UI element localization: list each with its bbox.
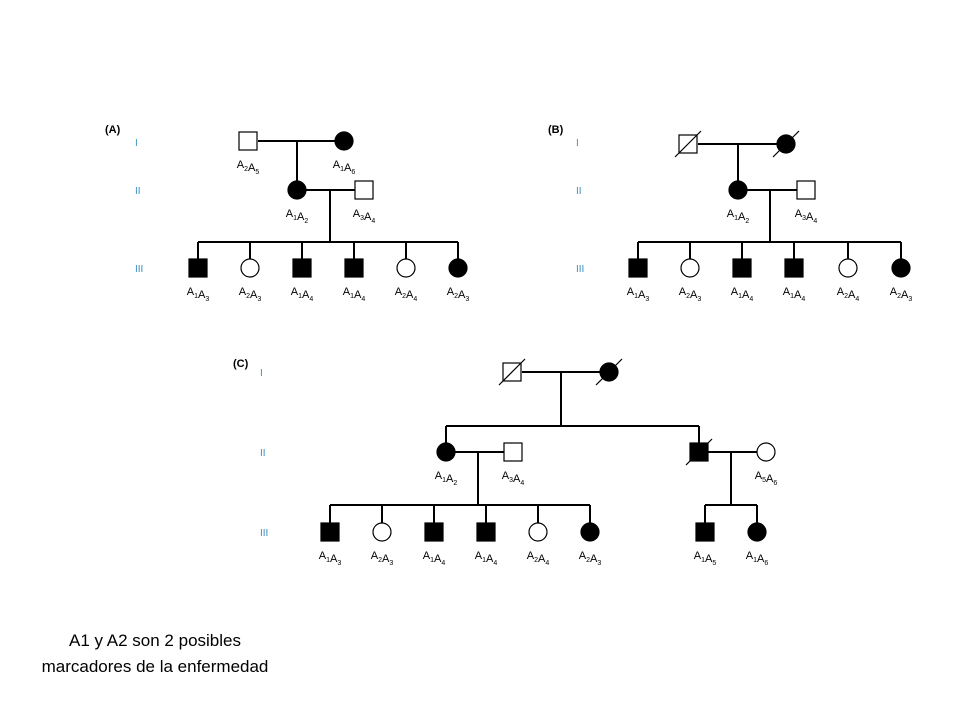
- male-symbol: [238, 131, 258, 151]
- genotype-label: A2A3: [890, 286, 913, 303]
- genotype-label: A1A4: [475, 550, 498, 567]
- panel-label: (C): [233, 358, 249, 370]
- genotype-label: A1A4: [783, 286, 806, 303]
- panel-label: (B): [548, 124, 564, 136]
- genotype-label: A2A3: [239, 286, 262, 303]
- male-symbol: [424, 522, 444, 542]
- genotype-label: A1A6: [333, 159, 356, 176]
- male-symbol: [732, 258, 752, 278]
- male-symbol: [320, 522, 340, 542]
- male-symbol: [695, 522, 715, 542]
- generation-label: II: [135, 186, 141, 197]
- female-symbol: [747, 522, 767, 542]
- generation-label: III: [576, 264, 584, 275]
- deceased-slash: [595, 358, 623, 386]
- generation-label: III: [135, 264, 143, 275]
- genotype-label: A2A5: [237, 159, 260, 176]
- genotype-label: A1A4: [343, 286, 366, 303]
- genotype-label: A2A4: [837, 286, 860, 303]
- female-symbol: [580, 522, 600, 542]
- genotype-label: A2A3: [679, 286, 702, 303]
- deceased-slash: [772, 130, 800, 158]
- genotype-label: A1A3: [627, 286, 650, 303]
- female-symbol: [528, 522, 548, 542]
- genotype-label: A1A2: [727, 208, 750, 225]
- male-symbol: [188, 258, 208, 278]
- male-symbol: [796, 180, 816, 200]
- generation-label: II: [576, 186, 582, 197]
- deceased-slash: [498, 358, 526, 386]
- male-symbol: [292, 258, 312, 278]
- male-symbol: [476, 522, 496, 542]
- pedigree-panel-b: (B)IIIIIIA1A2A3A4A1A3A2A3A1A4A1A4A2A4A2A…: [548, 124, 912, 303]
- genotype-label: A1A2: [435, 470, 458, 487]
- male-symbol: [354, 180, 374, 200]
- female-symbol: [287, 180, 307, 200]
- male-symbol: [344, 258, 364, 278]
- female-symbol: [891, 258, 911, 278]
- panel-label: (A): [105, 124, 121, 136]
- genotype-label: A1A2: [286, 208, 309, 225]
- generation-label: III: [260, 528, 268, 539]
- deceased-slash: [674, 130, 702, 158]
- male-symbol: [503, 442, 523, 462]
- genotype-label: A2A4: [527, 550, 550, 567]
- female-symbol: [396, 258, 416, 278]
- female-symbol: [334, 131, 354, 151]
- female-symbol: [436, 442, 456, 462]
- genotype-label: A1A4: [731, 286, 754, 303]
- deceased-slash: [685, 438, 713, 466]
- genotype-label: A2A3: [371, 550, 394, 567]
- female-symbol: [756, 442, 776, 462]
- female-symbol: [838, 258, 858, 278]
- genotype-label: A1A3: [319, 550, 342, 567]
- female-symbol: [372, 522, 392, 542]
- genotype-label: A1A3: [187, 286, 210, 303]
- male-symbol: [784, 258, 804, 278]
- genotype-label: A1A4: [423, 550, 446, 567]
- genotype-label: A1A4: [291, 286, 314, 303]
- female-symbol: [728, 180, 748, 200]
- male-symbol: [628, 258, 648, 278]
- generation-label: II: [260, 448, 266, 459]
- generation-label: I: [260, 368, 263, 379]
- genotype-label: A1A6: [746, 550, 769, 567]
- genotype-label: A3A4: [795, 208, 818, 225]
- female-symbol: [448, 258, 468, 278]
- generation-label: I: [576, 138, 579, 149]
- pedigree-panel-c: (C)IIIIIIA1A2A3A4A5A6A1A3A2A3A1A4A1A4A2A…: [233, 358, 777, 567]
- genotype-label: A5A6: [755, 470, 778, 487]
- genotype-label: A2A3: [447, 286, 470, 303]
- generation-label: I: [135, 138, 138, 149]
- genotype-label: A2A3: [579, 550, 602, 567]
- figure-caption: A1 y A2 son 2 posibles marcadores de la …: [41, 631, 269, 676]
- genotype-label: A3A4: [353, 208, 376, 225]
- female-symbol: [240, 258, 260, 278]
- female-symbol: [680, 258, 700, 278]
- pedigree-figure: (A)IIIIIIA2A5A1A6A1A2A3A4A1A3A2A3A1A4A1A…: [105, 124, 912, 567]
- genotype-label: A2A4: [395, 286, 418, 303]
- genotype-label: A1A5: [694, 550, 717, 567]
- pedigree-panel-a: (A)IIIIIIA2A5A1A6A1A2A3A4A1A3A2A3A1A4A1A…: [105, 124, 469, 303]
- genotype-label: A3A4: [502, 470, 525, 487]
